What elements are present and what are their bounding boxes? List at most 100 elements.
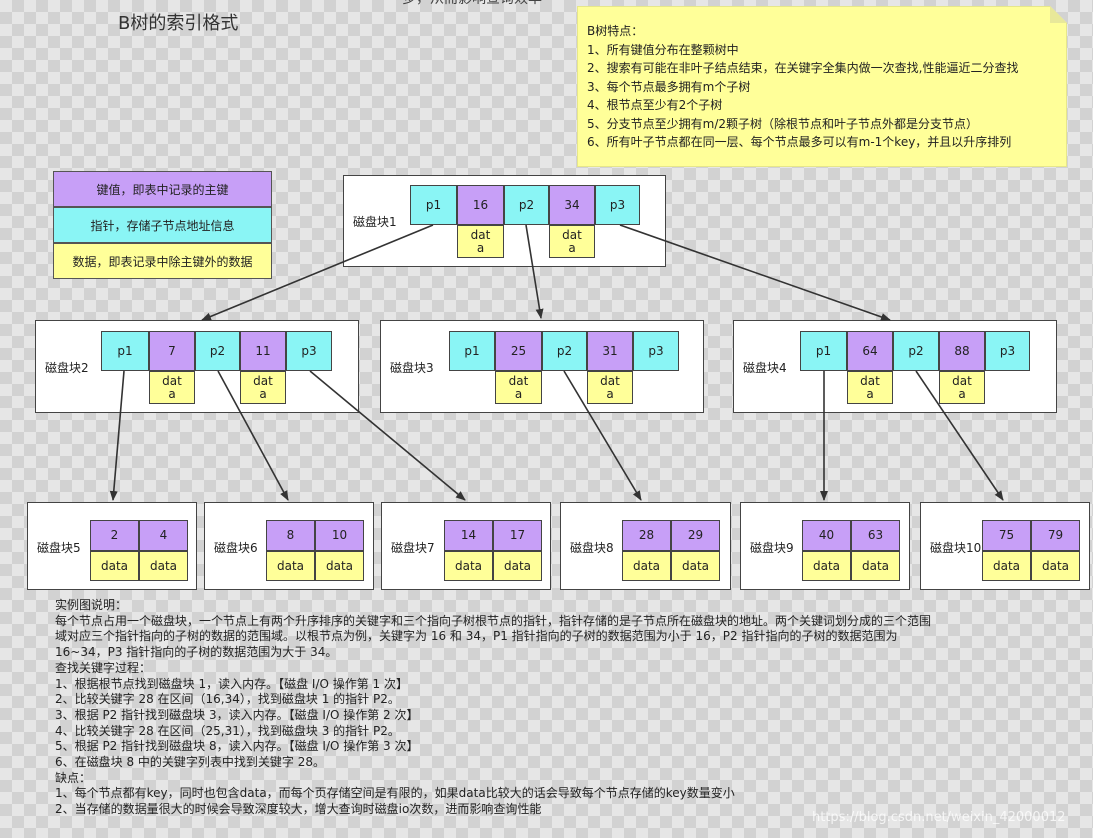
- key-cell: 75: [982, 520, 1031, 551]
- description-line: 1、每个节点都有key，同时也包含data，而每个页存储空间是有限的，如果dat…: [55, 786, 735, 801]
- pointer-cell: p1: [449, 331, 495, 371]
- key-cell: 25: [495, 331, 542, 371]
- pointer-cell: p2: [195, 331, 240, 371]
- description-line: 1、根据根节点找到磁盘块 1，读入内存。【磁盘 I/O 操作第 1 次】: [55, 676, 409, 691]
- description-line: 4、比较关键字 28 在区间（25,31），找到磁盘块 3 的指针 P2。: [55, 723, 400, 738]
- block-label: 磁盘块6: [214, 541, 258, 555]
- key-cell: 7: [149, 331, 195, 371]
- key-cell: 28: [622, 520, 671, 551]
- diagram-title: B树的索引格式: [118, 13, 239, 34]
- data-text: dat: [860, 373, 880, 388]
- data-cell: data: [139, 551, 188, 581]
- note-heading: B树特点：: [587, 24, 644, 38]
- arrow-root-p3: [619, 224, 891, 321]
- key-cell: 64: [847, 331, 893, 371]
- key-cell: 79: [1031, 520, 1080, 551]
- pointer-cell: p3: [595, 185, 640, 225]
- data-text: a: [958, 386, 966, 401]
- block-label: 磁盘块10: [930, 541, 982, 555]
- description-line: 3、根据 P2 指针找到磁盘块 3，读入内存。【磁盘 I/O 操作第 2 次】: [55, 707, 419, 722]
- description-line: 6、在磁盘块 8 中的关键字列表中找到关键字 28。: [55, 755, 325, 770]
- data-cell: data: [671, 551, 720, 581]
- description-line: 域对应三个指针指向的子树的数据的范围域。以根节点为例，关键字为 16 和 34，…: [55, 629, 898, 644]
- key-cell: 2: [90, 520, 139, 551]
- pointer-cell: p3: [286, 331, 332, 371]
- note-line: 1、所有键值分布在整颗树中: [587, 42, 739, 57]
- key-cell: 63: [851, 520, 900, 551]
- key-cell: 16: [457, 185, 504, 225]
- data-cell: data: [802, 551, 851, 581]
- key-cell: 40: [802, 520, 851, 551]
- cut-off-title: 多，从而影响查询效率: [402, 0, 542, 8]
- note-text: B树特点： 1、所有键值分布在整颗树中 2、搜索有可能在非叶子结点结束，在关键字…: [587, 22, 1018, 152]
- description-line: 缺点：: [55, 770, 92, 785]
- data-text: a: [606, 386, 614, 401]
- pointer-cell: p1: [101, 331, 149, 371]
- key-cell: 17: [493, 520, 542, 551]
- note-line: 4、根节点至少有2个子树: [587, 98, 723, 112]
- pointer-cell: p1: [410, 185, 457, 225]
- data-cell: data: [266, 551, 315, 581]
- key-cell: 34: [549, 185, 595, 225]
- key-cell: 8: [266, 520, 315, 551]
- data-cell: data: [982, 551, 1031, 581]
- description-line: 2、比较关键字 28 在区间（16,34），找到磁盘块 1 的指针 P2。: [55, 692, 400, 707]
- pointer-cell: p3: [985, 331, 1030, 371]
- note-line: 2、搜索有可能在非叶子结点结束，在关键字全集内做一次查找,性能逼近二分查找: [587, 61, 1019, 75]
- arrow-b2-p3: [309, 370, 466, 501]
- description-line: 16~34，P3 指针指向的子树的数据范围为大于 34。: [55, 645, 338, 660]
- description-line: 5、根据 P2 指针找到磁盘块 8，读入内存。【磁盘 I/O 操作第 3 次】: [55, 739, 419, 754]
- legend-data: 数据，即表记录中除主键外的数据: [53, 243, 272, 279]
- legend-pointer: 指针，存储子节点地址信息: [53, 207, 272, 243]
- key-cell: 31: [587, 331, 633, 371]
- note-line: 5、分支节点至少拥有m/2颗子树（除根节点和叶子节点外都是分支节点）: [587, 116, 979, 131]
- note-line: 3、每个节点最多拥有m个子树: [587, 79, 751, 94]
- data-cell: data: [1031, 551, 1080, 581]
- block-label: 磁盘块1: [353, 215, 397, 229]
- data-text: dat: [470, 227, 491, 242]
- arrow-b3-p2: [563, 370, 642, 501]
- pointer-cell: p3: [633, 331, 679, 371]
- data-cell: data: [851, 551, 900, 581]
- data-text: a: [476, 240, 485, 255]
- data-text: dat: [253, 373, 273, 388]
- data-cell: data: [90, 551, 139, 581]
- block-label: 磁盘块4: [743, 361, 787, 375]
- pointer-cell: p2: [504, 185, 549, 225]
- data-text: a: [259, 386, 267, 401]
- watermark: https://blog.csdn.net/weixin_42000012: [812, 810, 1066, 825]
- data-text: dat: [952, 373, 972, 388]
- block-label: 磁盘块2: [45, 361, 89, 375]
- pointer-cell: p2: [893, 331, 939, 371]
- key-cell: 29: [671, 520, 720, 551]
- data-text: a: [168, 386, 176, 401]
- data-text: dat: [562, 227, 582, 242]
- description-line: 每个节点占用一个磁盘块，一个节点上有两个升序排序的关键字和三个指向子树根节点的指…: [55, 613, 932, 628]
- legend-key: 键值，即表中记录的主键: [53, 171, 272, 207]
- key-cell: 10: [315, 520, 364, 551]
- block-label: 磁盘块9: [750, 541, 794, 555]
- arrow-root-p2: [525, 224, 544, 319]
- block-label: 磁盘块3: [390, 361, 434, 375]
- data-cell: data: [444, 551, 493, 581]
- data-text: a: [866, 386, 874, 401]
- description-line: 查找关键字过程：: [55, 660, 152, 675]
- arrow-b2-p2: [217, 370, 289, 501]
- key-cell: 4: [139, 520, 188, 551]
- pointer-cell: p1: [800, 331, 847, 371]
- data-cell: data: [622, 551, 671, 581]
- description-line: 2、当存储的数据量很大的时候会导致深度较大，增大查询时磁盘io次数，进而影响查询…: [55, 802, 542, 817]
- description-line: 实例图说明：: [55, 598, 128, 612]
- data-text: dat: [162, 373, 182, 388]
- arrow-b2-p1: [109, 370, 125, 501]
- block-label: 磁盘块7: [391, 541, 435, 555]
